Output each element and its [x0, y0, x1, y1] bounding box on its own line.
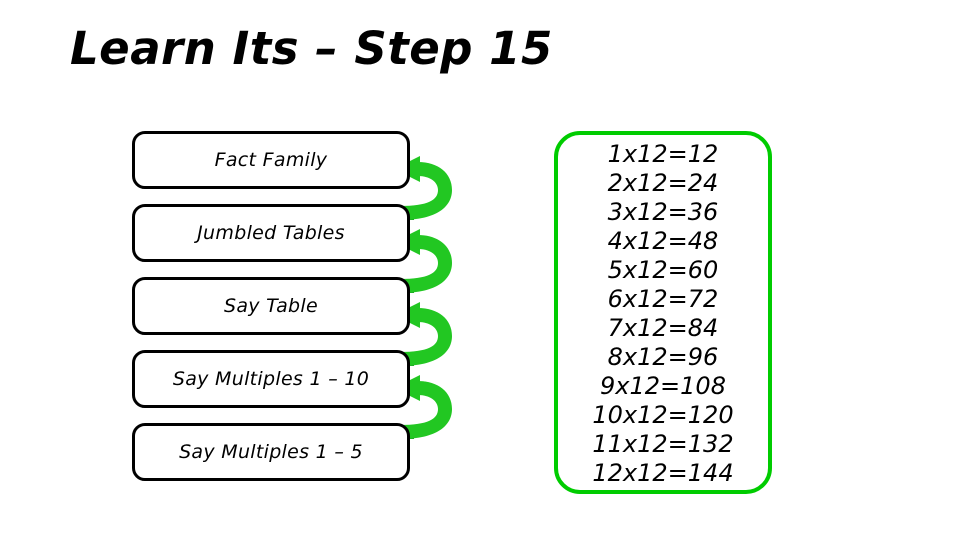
table-line: 2x12=24 — [607, 168, 719, 197]
step-box-say-table[interactable]: Say Table — [132, 277, 410, 335]
times-table-panel: 1x12=12 2x12=24 3x12=36 4x12=48 5x12=60 … — [554, 131, 772, 494]
table-line: 10x12=120 — [592, 400, 734, 429]
table-line: 12x12=144 — [592, 458, 734, 487]
table-line: 8x12=96 — [607, 342, 719, 371]
step-box-jumbled-tables[interactable]: Jumbled Tables — [132, 204, 410, 262]
step-label: Say Multiples 1 – 5 — [179, 441, 363, 463]
table-line: 7x12=84 — [607, 313, 719, 342]
table-line: 5x12=60 — [607, 255, 719, 284]
step-label: Say Multiples 1 – 10 — [172, 368, 370, 390]
table-line: 1x12=12 — [607, 139, 719, 168]
page-title: Learn Its – Step 15 — [70, 22, 553, 75]
step-box-say-multiples-1-5[interactable]: Say Multiples 1 – 5 — [132, 423, 410, 481]
step-box-fact-family[interactable]: Fact Family — [132, 131, 410, 189]
table-line: 9x12=108 — [600, 371, 726, 400]
table-line: 11x12=132 — [592, 429, 734, 458]
table-line: 6x12=72 — [607, 284, 719, 313]
step-label: Fact Family — [214, 149, 328, 171]
step-label: Jumbled Tables — [197, 222, 345, 244]
table-line: 3x12=36 — [607, 197, 719, 226]
step-box-say-multiples-1-10[interactable]: Say Multiples 1 – 10 — [132, 350, 410, 408]
steps-column: Fact Family Jumbled Tables Say Table Say… — [132, 131, 412, 488]
table-line: 4x12=48 — [607, 226, 719, 255]
step-label: Say Table — [224, 295, 318, 317]
